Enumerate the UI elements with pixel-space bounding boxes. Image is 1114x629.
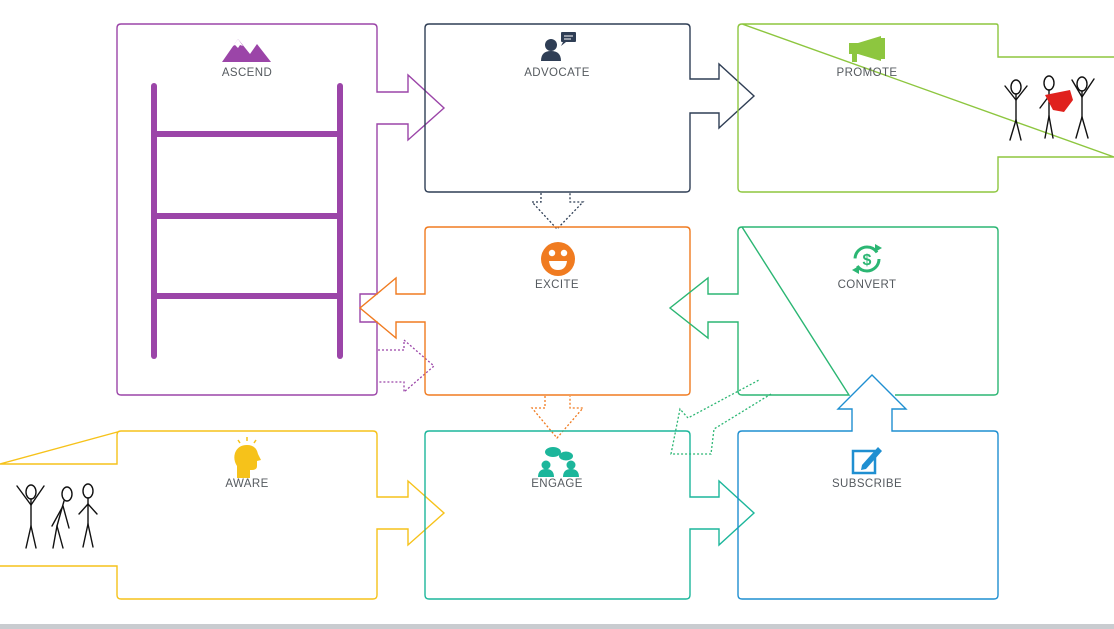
excite-box	[358, 226, 691, 396]
stage-label-subscribe: SUBSCRIBE	[831, 478, 903, 490]
stage-label-promote: PROMOTE	[836, 67, 898, 79]
engage-box	[424, 430, 756, 600]
convert-to-engage-dotted-arrow	[670, 379, 772, 455]
mountain-icon	[222, 39, 271, 62]
stage-label-advocate: ADVOCATE	[524, 67, 590, 79]
stage-label-aware: AWARE	[225, 478, 269, 490]
people-chat-icon	[538, 447, 579, 477]
person-speech-icon	[541, 32, 576, 61]
ladder-graphic	[151, 83, 343, 359]
dollar-cycle-icon: $	[852, 244, 882, 274]
svg-text:$: $	[863, 252, 872, 269]
megaphone-icon	[849, 36, 885, 62]
smiley-icon	[541, 242, 575, 276]
stage-label-engage: ENGAGE	[531, 478, 583, 490]
stage-label-convert: CONVERT	[837, 279, 897, 291]
excite-to-engage-dotted-arrow	[530, 396, 585, 440]
promote-box	[737, 23, 1114, 193]
advocate-to-excite-dotted-arrow	[530, 193, 585, 230]
stage-label-ascend: ASCEND	[221, 67, 273, 79]
red-cape-shape	[1045, 90, 1073, 112]
aware-box	[0, 430, 446, 600]
advocate-box	[424, 23, 756, 193]
ascend-to-excite-dotted-arrow	[378, 338, 435, 394]
edit-icon	[851, 447, 882, 475]
unaware-figures-illustration	[16, 483, 98, 549]
bottom-scroll-edge	[0, 624, 1114, 629]
convert-box	[668, 226, 999, 396]
ascend-box	[116, 23, 446, 396]
stage-label-excite: EXCITE	[535, 279, 579, 291]
celebrating-figures-illustration	[1004, 75, 1095, 141]
lightbulb-head-icon	[234, 437, 261, 478]
subscribe-box	[737, 374, 999, 600]
